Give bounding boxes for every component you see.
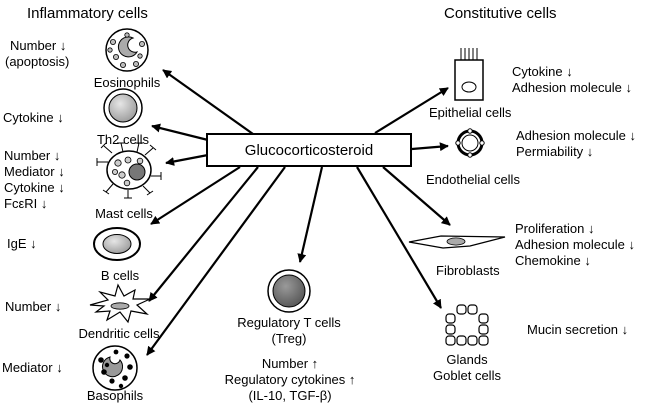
epithelial-cells-label: Epithelial cells — [429, 105, 512, 120]
b-cell-icon — [93, 227, 141, 261]
eosinophils-effect: (apoptosis) — [5, 54, 70, 69]
dendritic-cells-label: Dendritic cells — [78, 326, 160, 341]
arrow-to-basophils — [146, 166, 286, 356]
mast-cells-effect: Number ↓ — [4, 148, 61, 163]
epithelial-cells-effect: Adhesion molecule ↓ — [512, 80, 632, 95]
arrow-to-eosinophils — [162, 69, 254, 135]
mast-cells-effect: Mediator ↓ — [4, 164, 65, 179]
th2-cells-effect: Cytokine ↓ — [3, 110, 64, 125]
mast-cells-effect: Cytokine ↓ — [4, 180, 65, 195]
endothelial-cells-effect: Adhesion molecule ↓ — [516, 128, 636, 143]
glands-icon — [445, 304, 489, 346]
th2-cell-icon — [103, 88, 143, 128]
epithelial-cell-icon — [454, 48, 484, 101]
fibroblasts-effect: Chemokine ↓ — [515, 253, 591, 268]
arrow-to-epithelial-cells — [374, 87, 449, 134]
eosinophils-effect: Number ↓ — [10, 38, 67, 53]
fibroblast-icon — [408, 235, 506, 249]
endothelial-cells-effect: Permiability ↓ — [516, 144, 594, 159]
treg-label: Regulatory T cells — [237, 315, 341, 330]
mast-cell-icon — [96, 142, 162, 199]
endothelial-cell-icon — [455, 128, 485, 158]
arrow-to-dendritic-cells — [148, 166, 259, 302]
treg-effect: Regulatory cytokines ↑ — [224, 372, 356, 387]
glucocorticosteroid-box: Glucocorticosteroid — [206, 133, 412, 167]
dendritic-cells-effect: Number ↓ — [5, 299, 62, 314]
basophils-effect: Mediator ↓ — [2, 360, 63, 375]
treg-label-abbrev: (Treg) — [271, 331, 307, 346]
arrow-to-treg — [297, 166, 324, 263]
arrow-to-mast-cells — [165, 153, 209, 166]
goblet-cells-label: Goblet cells — [433, 368, 501, 383]
eosinophils-label: Eosinophils — [93, 75, 161, 90]
glands-effect: Mucin secretion ↓ — [527, 322, 629, 337]
eosinophil-icon — [105, 28, 149, 72]
arrow-to-th2-cells — [151, 123, 209, 142]
treg-cell-icon — [267, 269, 311, 313]
b-cells-label: B cells — [100, 268, 140, 283]
constitutive-cells-header: Constitutive cells — [444, 5, 557, 22]
arrows — [146, 69, 451, 356]
arrow-to-glands — [356, 166, 442, 309]
fibroblasts-effect: Adhesion molecule ↓ — [515, 237, 635, 252]
basophil-icon — [92, 345, 138, 391]
treg-effect: Number ↑ — [261, 356, 319, 371]
endothelial-cells-label: Endothelial cells — [426, 172, 520, 187]
mast-cells-label: Mast cells — [95, 206, 153, 221]
inflammatory-cells-header: Inflammatory cells — [27, 5, 148, 22]
glands-label: Glands — [446, 352, 488, 367]
arrow-to-fibroblasts — [382, 166, 451, 226]
arrow-to-endothelial-cells — [411, 142, 449, 152]
basophils-label: Basophils — [86, 388, 144, 403]
th2-cells-label: Th2 cells — [96, 132, 150, 147]
fibroblasts-label: Fibroblasts — [436, 263, 500, 278]
fibroblasts-effect: Proliferation ↓ — [515, 221, 595, 236]
arrow-to-b-cells — [150, 166, 241, 225]
mast-cells-effect: FcεRI ↓ — [4, 196, 48, 211]
b-cells-effect: IgE ↓ — [7, 236, 37, 251]
dendritic-cell-icon — [89, 283, 151, 324]
treg-effect: (IL-10, TGF-β) — [248, 388, 332, 403]
epithelial-cells-effect: Cytokine ↓ — [512, 64, 573, 79]
